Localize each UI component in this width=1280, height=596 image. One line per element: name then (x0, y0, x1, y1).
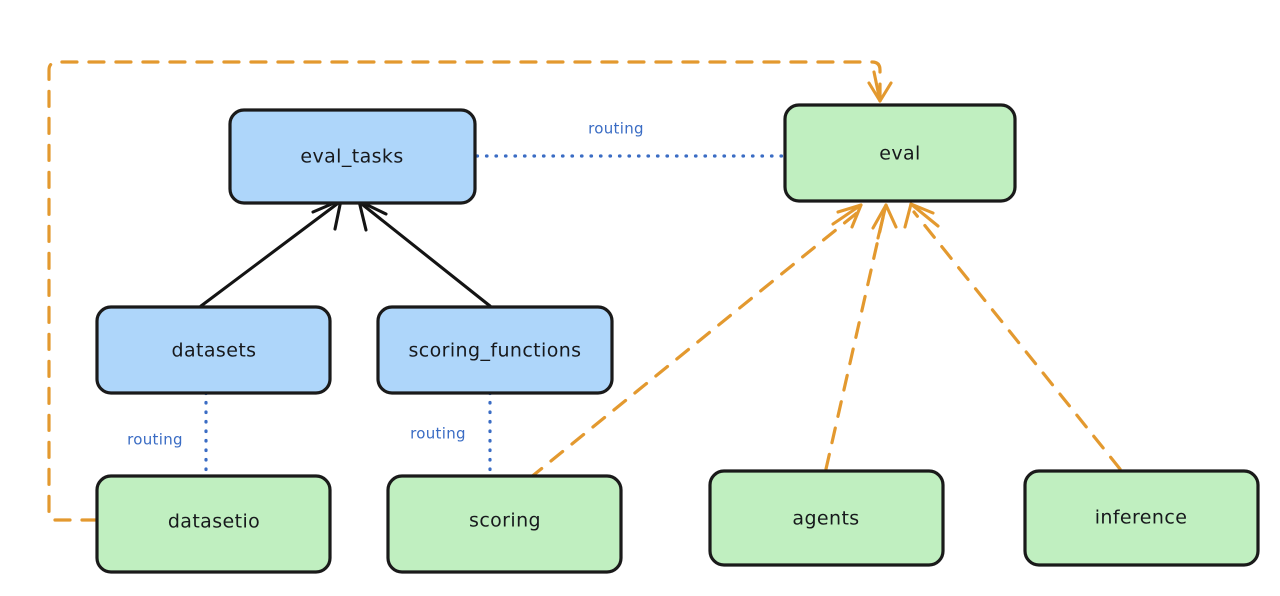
edge-inference-to-eval (903, 202, 1122, 471)
edge-agents-to-eval-line (824, 211, 886, 471)
node-inference-label: inference (1095, 507, 1188, 529)
edge-scoring-to-eval (528, 203, 863, 480)
node-inference[interactable]: inference (1023, 469, 1260, 567)
edge-inference-to-eval-line (912, 210, 1122, 471)
edge-datasetio-to-eval-arrowhead-tick (872, 70, 882, 103)
node-datasetio-box[interactable] (95, 474, 332, 574)
node-eval_tasks-box[interactable] (228, 108, 477, 205)
node-scoring[interactable]: scoring (386, 474, 623, 574)
edge-label-routing-scoring_functions-scoring: routing (410, 425, 466, 443)
node-eval-label: eval (879, 143, 920, 165)
edge-agents-to-eval-arrowhead-tick (876, 203, 888, 240)
node-eval_tasks-label: eval_tasks (300, 146, 403, 168)
node-datasetio-label: datasetio (168, 511, 260, 533)
node-scoring-box[interactable] (386, 474, 623, 574)
edge-label-routing-datasets-datasetio: routing (127, 431, 183, 449)
node-eval-box[interactable] (783, 103, 1017, 203)
node-scoring_functions-box[interactable] (376, 305, 614, 395)
edge-inference-to-eval-arrowhead-tick (909, 202, 940, 228)
edge-inference-to-eval-arrowhead (903, 202, 935, 229)
node-inference-box[interactable] (1023, 469, 1260, 567)
node-agents[interactable]: agents (708, 469, 945, 567)
edge-datasets-to-eval_tasks-line (199, 202, 339, 308)
node-datasetio[interactable]: datasetio (95, 474, 332, 574)
edge-scoring_functions-to-eval_tasks-line (361, 203, 492, 308)
edge-datasetio-to-eval (47, 60, 893, 522)
node-eval_tasks[interactable]: eval_tasks (228, 108, 477, 205)
edge-scoring_functions-to-eval_tasks (357, 199, 492, 308)
node-scoring_functions-label: scoring_functions (409, 340, 582, 362)
node-scoring_functions[interactable]: scoring_functions (376, 305, 614, 395)
edge-scoring-to-eval-line (528, 210, 860, 480)
edge-agents-to-eval (824, 203, 898, 471)
node-agents-box[interactable] (708, 469, 945, 567)
node-datasets-label: datasets (172, 340, 257, 362)
node-eval[interactable]: eval (783, 103, 1017, 203)
edge-datasetio-to-eval-line (47, 60, 882, 522)
node-scoring-label: scoring (469, 510, 541, 532)
node-agents-label: agents (792, 508, 859, 530)
edge-label-routing-eval_tasks-eval: routing (588, 120, 644, 138)
node-datasets[interactable]: datasets (95, 305, 332, 395)
node-datasets-box[interactable] (95, 305, 332, 395)
edge-scoring-to-eval-arrowhead-tick (831, 203, 863, 226)
edge-datasets-to-eval_tasks (199, 198, 343, 308)
